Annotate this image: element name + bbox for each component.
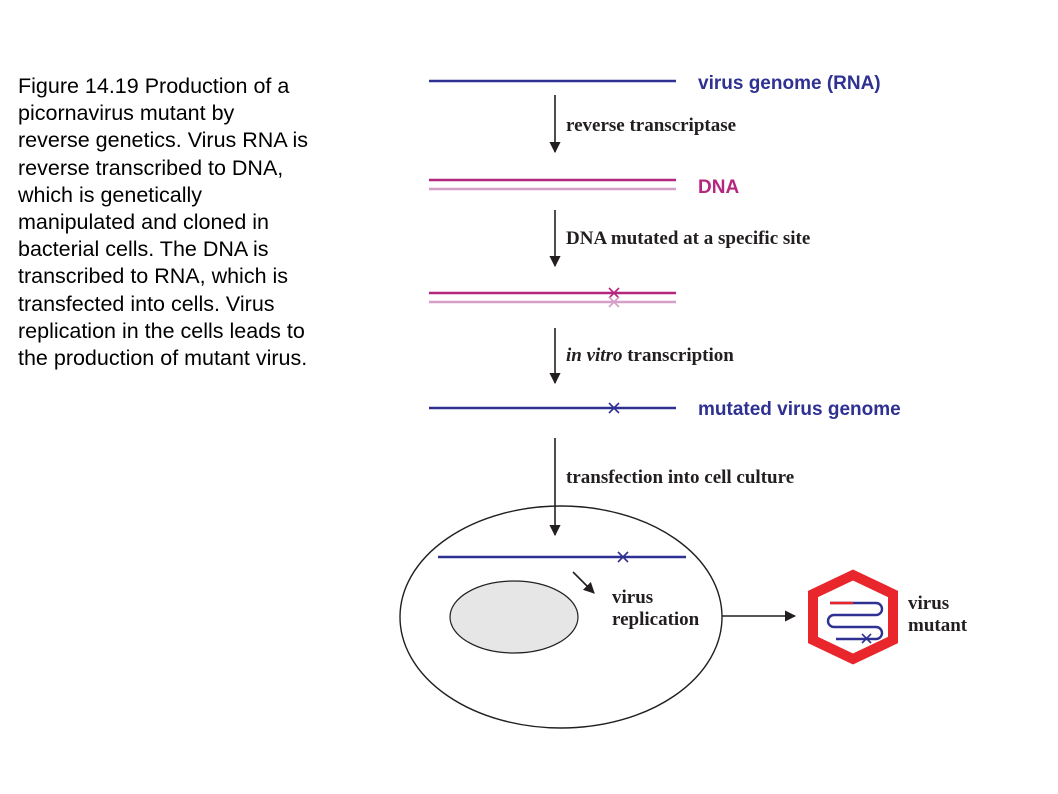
step-transfection: transfection into cell culture	[566, 467, 794, 488]
step-in-vitro-transcription: in vitro transcription	[566, 345, 734, 366]
virus-mutant-particle	[808, 569, 898, 665]
step-reverse-transcriptase: reverse transcriptase	[566, 115, 736, 136]
virus-capsid	[808, 569, 898, 665]
virus-genome-rna-label: virus genome (RNA)	[698, 73, 881, 94]
mutated-virus-genome-label: mutated virus genome	[698, 399, 901, 420]
mutation-marker-cell-rna	[617, 551, 629, 563]
virus-rna-coil	[826, 601, 884, 641]
mutation-marker-dna	[608, 287, 620, 308]
cell-nucleus	[449, 580, 579, 654]
arrow-replication	[572, 571, 595, 594]
dna-label: DNA	[698, 177, 739, 198]
step-dna-mutated: DNA mutated at a specific site	[566, 228, 810, 249]
mutation-marker-rna	[608, 402, 620, 414]
cell-outline	[399, 505, 723, 729]
figure-caption: Figure 14.19 Production of a picornaviru…	[18, 74, 308, 371]
mutation-marker-virus	[861, 633, 872, 644]
